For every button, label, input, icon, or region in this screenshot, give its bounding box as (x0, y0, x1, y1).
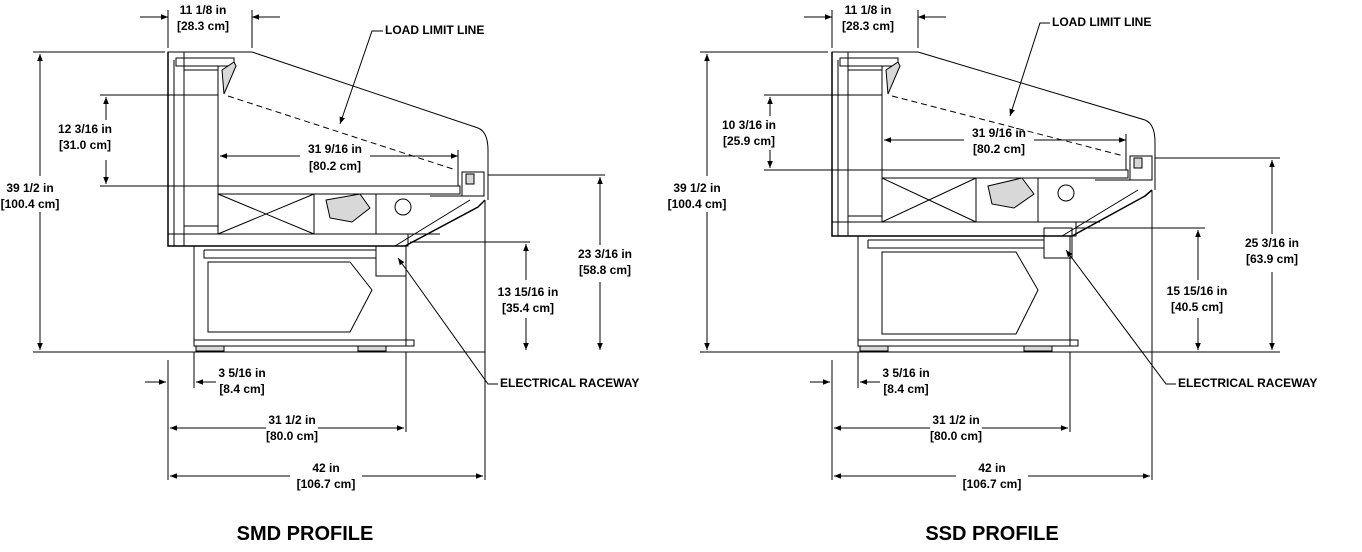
smd-raceway-height-label: 13 15/16 in (498, 285, 559, 299)
ssd-shelf-height-cm-label: [25.9 cm] (723, 134, 775, 148)
ssd-deck-height-cm-label: [63.9 cm] (1246, 252, 1298, 266)
smd-base-width-label: 31 1/2 in (268, 413, 315, 427)
ssd-raceway-height-cm-label: [40.5 cm] (1171, 300, 1223, 314)
smd-total-height-label: 39 1/2 in (6, 181, 53, 195)
ssd-raceway-label: ELECTRICAL RACEWAY (1178, 376, 1317, 390)
ssd-base-width-cm-label: [80.0 cm] (930, 429, 982, 443)
ssd-total-height-label: 39 1/2 in (673, 181, 720, 195)
smd-overall-width-cm-label: [106.7 cm] (297, 477, 356, 491)
smd-deck-depth-label: 31 9/16 in (308, 142, 362, 156)
ssd-total-height-cm-label: [100.4 cm] (668, 197, 727, 211)
smd-deck-depth-cm-label: [80.2 cm] (309, 159, 361, 173)
ssd-top-width-label: 11 1/8 in (845, 3, 892, 17)
ssd-base-width-label: 31 1/2 in (932, 413, 979, 427)
ssd-deck-depth-label: 31 9/16 in (972, 126, 1026, 140)
smd-deck-height-cm-label: [58.8 cm] (579, 263, 631, 277)
ssd-load-limit-label: LOAD LIMIT LINE (1052, 15, 1151, 29)
ssd-overall-width-label: 42 in (978, 461, 1005, 475)
smd-dimension-lines (33, 10, 605, 480)
smd-raceway-height-cm-label: [35.4 cm] (502, 301, 554, 315)
ssd-dimension-lines (700, 10, 1280, 480)
ssd-overall-width-cm-label: [106.7 cm] (963, 477, 1022, 491)
smd-raceway-label: ELECTRICAL RACEWAY (500, 376, 639, 390)
ssd-deck-depth-cm-label: [80.2 cm] (973, 142, 1025, 156)
ssd-deck-height-label: 25 3/16 in (1245, 236, 1299, 250)
smd-profile-drawing: 11 1/8 in [28.3 cm] LOAD LIMIT LINE 12 3… (1, 3, 640, 545)
ssd-offset-cm-label: [8.4 cm] (883, 382, 928, 396)
ssd-case-outline (831, 51, 1156, 352)
smd-offset-cm-label: [8.4 cm] (219, 382, 264, 396)
smd-overall-width-label: 42 in (312, 461, 339, 475)
smd-shelf-height-label: 12 3/16 in (58, 122, 112, 136)
ssd-top-width-cm-label: [28.3 cm] (842, 19, 894, 33)
smd-load-limit-label: LOAD LIMIT LINE (385, 23, 484, 37)
smd-deck-height-label: 23 3/16 in (578, 247, 632, 261)
smd-base-width-cm-label: [80.0 cm] (266, 429, 318, 443)
smd-total-height-cm-label: [100.4 cm] (1, 197, 60, 211)
smd-shelf-height-cm-label: [31.0 cm] (59, 138, 111, 152)
ssd-shelf-height-label: 10 3/16 in (722, 118, 776, 132)
ssd-raceway-height-label: 15 15/16 in (1167, 284, 1228, 298)
smd-offset-label: 3 5/16 in (218, 366, 265, 380)
smd-profile-title: SMD PROFILE (237, 523, 374, 545)
smd-top-width-label: 11 1/8 in (180, 3, 227, 17)
ssd-profile-title: SSD PROFILE (925, 523, 1058, 545)
smd-top-width-cm-label: [28.3 cm] (177, 19, 229, 33)
smd-case-outline (167, 51, 489, 352)
ssd-offset-label: 3 5/16 in (882, 366, 929, 380)
ssd-profile-drawing: 11 1/8 in [28.3 cm] LOAD LIMIT LINE 10 3… (668, 3, 1318, 545)
